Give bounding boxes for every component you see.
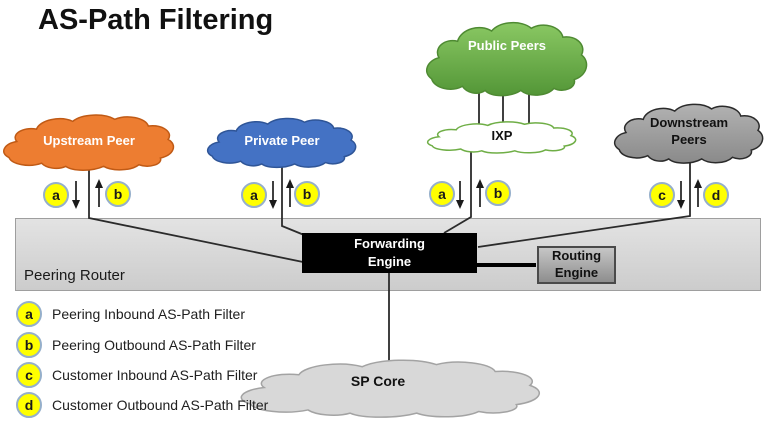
cloud-shape [207,114,357,169]
sp-core-label: SP Core [350,372,406,389]
badge-private-outbound: b [294,181,320,207]
forwarding-engine-box: Forwarding Engine [302,233,477,273]
legend-row-c: c Customer Inbound AS-Path Filter [16,362,257,388]
legend-text-b: Peering Outbound AS-Path Filter [52,337,256,353]
legend-text-a: Peering Inbound AS-Path Filter [52,306,246,322]
badge-ixp-outbound: b [485,180,511,206]
forwarding-engine-label: Forwarding Engine [354,236,425,269]
ixp-label: IXP [491,128,513,144]
peering-router-label: Peering Router [24,267,125,284]
ixp-connector-line [443,148,472,234]
legend-badge-d: d [16,392,42,418]
badge-private-inbound: a [241,182,267,208]
legend-badge-a: a [16,301,42,327]
private-peer-cloud: Private Peer [207,114,357,169]
legend-badge-c: c [16,362,42,388]
legend-row-a: a Peering Inbound AS-Path Filter [16,301,245,327]
upstream-peer-label: Upstream Peer [43,132,135,148]
legend-row-b: b Peering Outbound AS-Path Filter [16,332,256,358]
ixp-cloud: IXP [427,119,577,154]
public-peers-label: Public Peers [467,38,547,53]
downstream-peers-label: Downstream Peers [649,115,729,147]
cloud-shape [426,16,588,98]
sp-core-cloud: SP Core [240,355,542,419]
badge-downstream-outbound: d [703,182,729,208]
upstream-peer-cloud: Upstream Peer [3,110,175,172]
legend-text-d: Customer Outbound AS-Path Filter [52,397,269,413]
badge-upstream-outbound: b [105,181,131,207]
cloud-shape [427,119,577,154]
badge-ixp-inbound: a [429,181,455,207]
downstream-peers-cloud: Downstream Peers [614,99,764,165]
page-title: AS-Path Filtering [38,4,274,36]
cloud-shape [3,110,175,172]
routing-engine-box: Routing Engine [537,246,616,284]
routing-engine-label: Routing Engine [551,248,602,280]
public-peers-cloud: Public Peers [426,16,588,98]
cloud-shape [614,99,764,165]
badge-upstream-inbound: a [43,182,69,208]
cloud-shape [240,355,542,419]
badge-downstream-inbound: c [649,182,675,208]
legend-text-c: Customer Inbound AS-Path Filter [52,367,258,383]
private-connector-line [281,160,310,238]
private-peer-label: Private Peer [244,133,320,149]
legend-row-d: d Customer Outbound AS-Path Filter [16,392,268,418]
legend-badge-b: b [16,332,42,358]
downstream-connector-line [477,160,691,248]
upstream-connector-line [88,158,304,263]
